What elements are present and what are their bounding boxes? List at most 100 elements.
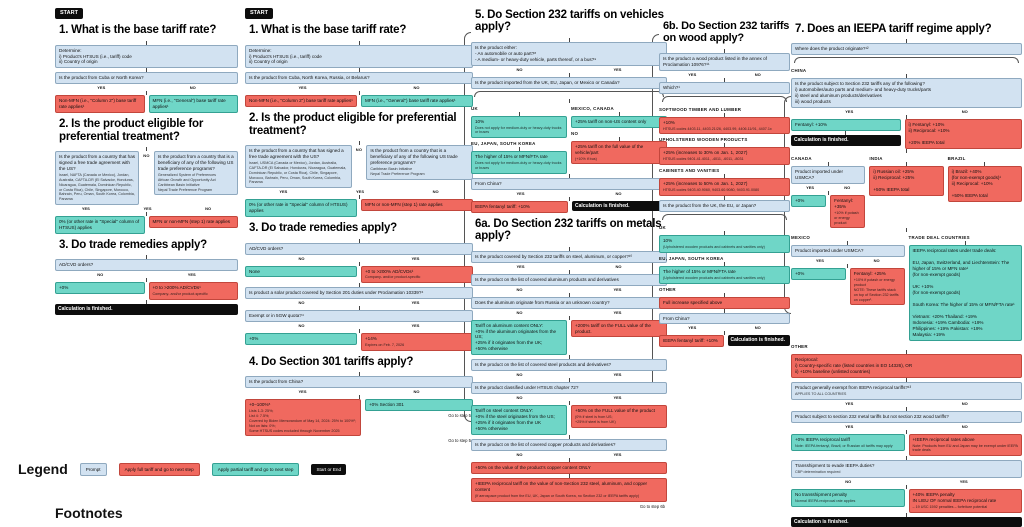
prompt-box: Is the product covered by Section 232 ta… [471,250,667,263]
branch-row: Fentanyl: +10% Calculation is finished. i)… [791,119,1022,150]
connector-line [964,241,966,246]
connector-line [568,173,570,178]
partial-tariff-box: IEEPA reciprocal rates under trade deals… [908,245,1022,341]
box-text: +50% on the FULL value of the product [575,408,655,414]
prompt-box: Is the product from a country that is a … [153,151,239,196]
box-text: Is the product from the UK, the EU, or J… [663,203,757,208]
end-box: Calculation is finished. [791,135,901,146]
prompt-box: Is the product subject to Section 232 ta… [791,78,1022,109]
full-tariff-box: Non-MFN (i.e., "Column 2") base tariff r… [55,95,145,114]
step-heading: 2. Is the product eligible for preferent… [59,118,204,143]
branch-label: YES [613,66,622,72]
branch-label: YES [298,389,307,395]
connector-line [358,195,360,200]
connector-line [568,72,570,77]
branch-label: NO [615,190,622,196]
connector-line [906,39,907,44]
section-label: OTHER [791,343,808,349]
connector-line [618,111,620,116]
step-heading: 7. Does an IEEPA tariff regime apply? [795,23,992,35]
branch-label: NO [516,452,523,458]
box-subtext: Normal IEEPA reciprocal rate applies [795,498,856,503]
prompt-box: Is the product on the list of covered st… [471,359,667,372]
box-subtext: APPLIES TO ALL COUNTRIES [795,391,847,396]
connector-line [906,377,907,382]
box-text: Tariff on steel content ONLY: +0% if the… [475,408,555,432]
branch-label: NO [615,263,622,269]
box-subtext: HTSUS codes 9401.41.4011, -4011, -6011, … [663,157,744,162]
prompt-box: From China? [659,312,790,325]
partial-tariff-box: 0% (or other rate in "Special" column of… [55,215,145,234]
connector-line [827,162,829,167]
connector-line [358,283,360,288]
connector-line [906,456,907,461]
box-text: +0 to >200% AD/CVDs¹ [152,285,201,291]
branch-label: YES [411,300,420,306]
branch-label: YES [516,263,525,269]
connector-line [906,406,907,411]
connector-line [568,196,570,201]
prompt-box: Is the product from China? [245,376,473,389]
prompt-box: Is the product from the UK, the EU, or J… [659,200,790,212]
connector-line [146,91,147,96]
box-text: None [249,268,260,274]
box-text: i) Fentanyl: +10% ii) Reciprocal: +10% +… [908,122,950,146]
partial-tariff-box: Tariff on steel content ONLY: +0% if the… [471,405,567,436]
box-text: Fentanyl: +10% [795,122,828,128]
branch-label: YES [356,189,365,195]
branch-label: NO [205,205,212,211]
box-text: +40% IEEPA penalty IN LIEU OF normal IEE… [912,492,997,503]
connector-line [724,143,725,148]
full-tariff-box: +50% on the value of the product's coppe… [471,462,667,475]
full-tariff-box: +14%Expires on Feb. 7, 2026 [361,333,473,352]
connector-line [518,147,520,152]
full-tariff-box: +25% tariff on the full value of the veh… [571,140,667,165]
box-text: +10% [663,119,675,125]
branch-row: IEEPA fentanyl tariff: +10%Calculation i… [659,335,790,348]
flow-column-232-vehicles-metals: 5. Do Section 232 tariffs on vehicles ap… [471,4,667,511]
box-subtext: – 19 USC 1592 penalties – forfeiture pot… [912,504,988,509]
prompt-box: Is the product from a country that is a … [366,145,474,180]
prompt-box: Determine: i) Product's HTSUS (i.e., tar… [245,44,473,69]
full-tariff-box: IEEPA fentanyl tariff: +10% [659,335,724,348]
section-label: UK [659,224,666,230]
step-heading: 3. Do trade remedies apply? [59,238,207,251]
end-box: Calculation is finished. [572,200,667,212]
box-text: Is the product from a country that has s… [249,148,344,160]
box-text: START [60,10,78,16]
box-text: Non-MFN (i.e., "Column 2") base tariff r… [59,98,137,110]
branch-label: NO [961,109,968,115]
branch-label: YES [97,85,106,91]
branch-row: Tariff on steel content ONLY: +0% if the… [471,405,667,436]
connector-line [146,300,147,305]
start-badge: START [55,8,83,20]
box-text: Does the aluminum originate from Russia … [475,299,610,305]
box-text: +0% [59,285,69,291]
branch-row: Tariff on aluminum content ONLY: +0% if … [471,319,667,356]
full-tariff-box: Fentanyl: +25%+10% if potash or energy p… [849,268,905,306]
branch-row: Is the product from a country that has s… [245,145,474,189]
box-text: +0–100%⁵ [249,402,271,408]
partial-tariff-box: 10%Does not apply for medium-duty or hea… [471,115,567,139]
box-text: Exempt or in 5GW quota?⁴ [249,313,304,319]
connector-line [906,485,907,489]
box-text: Calculation is finished. [575,202,630,209]
box-text: +50% on the value of the product's coppe… [475,465,591,471]
box-subtext: Lists 1-3: 25%; List 4: 7.5%; Covered by… [249,409,357,433]
box-subtext: Israel, NAFTA (Canada or Mexico), Jordan… [59,173,135,202]
branch-row: Non-MFN (i.e., "Column 2") base tariff r… [55,95,238,114]
box-text: Is the product from a country that is a … [370,148,458,166]
connector-line [358,306,360,311]
box-text: i) Russian oil: +25% ii) Reciprocal: +25… [873,169,915,193]
connector-line [568,474,570,479]
prompt-box: AD/CVD orders? [55,259,238,272]
